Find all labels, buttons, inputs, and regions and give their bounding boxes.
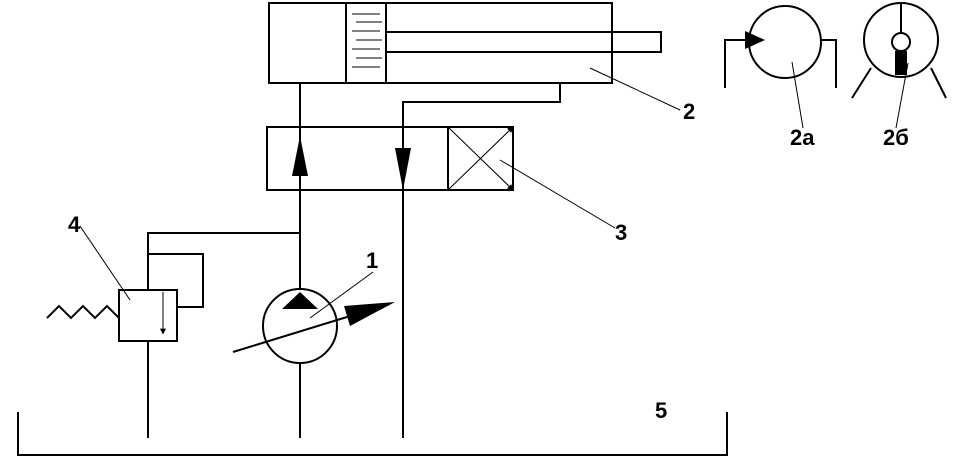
pipes bbox=[147, 83, 561, 438]
directional-valve bbox=[266, 126, 514, 191]
motor-symbol-2a bbox=[724, 5, 837, 88]
label-valve: 3 bbox=[615, 220, 627, 245]
piston-hatch bbox=[352, 13, 382, 68]
pump bbox=[232, 288, 395, 364]
hydraulic-cylinder bbox=[268, 2, 662, 84]
flow-arrow-down bbox=[395, 148, 411, 190]
leader-lines bbox=[79, 61, 909, 319]
label-pump: 1 bbox=[366, 248, 378, 273]
label-cylinder: 2 bbox=[683, 99, 695, 124]
variable-displacement-arrow bbox=[232, 312, 361, 353]
flow-arrow-up bbox=[292, 136, 308, 176]
relief-valve bbox=[46, 289, 178, 342]
piston-rod bbox=[385, 31, 662, 53]
spring bbox=[46, 304, 120, 320]
label-relief-valve: 4 bbox=[68, 212, 81, 237]
label-tank: 5 bbox=[655, 398, 667, 423]
motor-symbol-2b bbox=[851, 2, 947, 99]
label-motor-2b: 2б bbox=[883, 125, 909, 150]
tank bbox=[17, 412, 728, 456]
pump-direction-triangle bbox=[282, 292, 318, 309]
label-motor-2a: 2а bbox=[790, 125, 815, 150]
